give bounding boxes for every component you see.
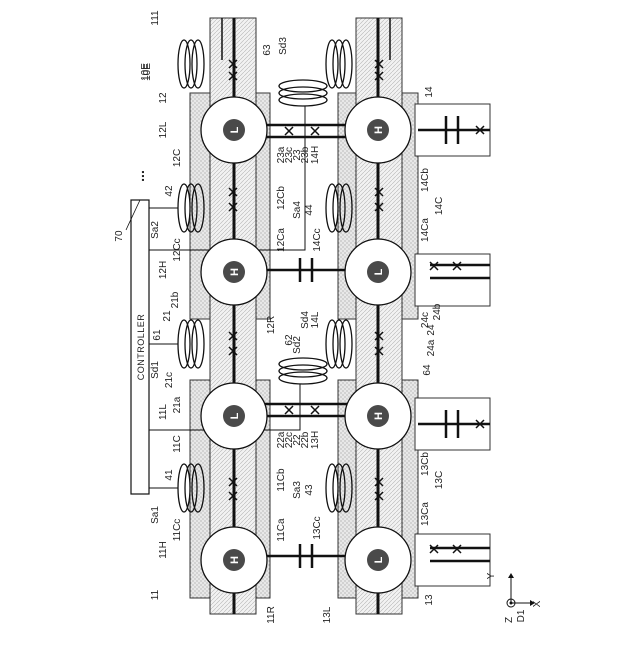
ref-label-14: 14 xyxy=(424,86,435,98)
ref-label-12cb: 12Cb xyxy=(276,186,287,210)
ref-label-12c: 12C xyxy=(172,149,183,167)
coil-63 xyxy=(279,80,327,106)
ref-label-13l: 13L xyxy=(322,606,333,623)
ref-label-24a: 24a xyxy=(426,339,437,356)
ref-label-14cb: 14Cb xyxy=(420,168,431,192)
ref-label-44: 44 xyxy=(304,204,315,216)
qubit-14L: L xyxy=(345,239,411,305)
qubit-symbol: H xyxy=(373,412,385,420)
ref-label-13cc: 13Cc xyxy=(312,516,323,539)
qubit-12H: H xyxy=(201,239,267,305)
ref-label-12cc: 12Cc xyxy=(172,238,183,261)
ref-label-12: 12 xyxy=(158,92,169,104)
coil-64 xyxy=(326,320,352,368)
qubit-13L: L xyxy=(345,527,411,593)
ref-label-sd3: Sd3 xyxy=(278,37,289,55)
coil-62 xyxy=(279,358,327,384)
ref-label-13ca: 13Ca xyxy=(420,502,431,526)
ref-label-13c: 13C xyxy=(434,471,445,489)
ref-label-11ca: 11Ca xyxy=(276,518,287,542)
ref-label-61: 61 xyxy=(152,329,163,341)
coil-upper-right xyxy=(326,40,352,88)
ref-label-11: 11 xyxy=(150,589,161,600)
ref-label-13cb: 13Cb xyxy=(420,452,431,476)
ref-label-24: 24 xyxy=(426,324,437,336)
qubit-symbol: L xyxy=(373,268,385,275)
ref-label-24b: 24b xyxy=(432,303,443,320)
axis-x-label: X xyxy=(532,600,543,607)
qubit-11L: L xyxy=(201,383,267,449)
ref-label-10e: 10E xyxy=(142,63,153,81)
ref-label-11r: 11R xyxy=(266,606,277,624)
qubit-symbol: H xyxy=(229,556,241,564)
qubit-12L: L xyxy=(201,97,267,163)
ref-label-14l: 14L xyxy=(310,311,321,328)
qubit-symbol: L xyxy=(229,126,241,133)
ref-label-11l: 11L xyxy=(158,404,169,420)
qubit-13H: H xyxy=(345,383,411,449)
ref-label-42: 42 xyxy=(164,185,175,197)
qubit-symbol: H xyxy=(229,268,241,276)
controller-label: CONTROLLER xyxy=(136,314,146,381)
ref-label-sa2: Sa2 xyxy=(150,221,161,239)
ref-label-11cb: 11Cb xyxy=(276,468,287,492)
coil-111 xyxy=(178,40,204,88)
coil-61 xyxy=(178,320,204,368)
axis-y-label: Y xyxy=(486,572,497,579)
ref-label-14ca: 14Ca xyxy=(420,218,431,242)
ref-label-12l: 12L xyxy=(158,121,169,138)
ref-label-21a: 21a xyxy=(172,396,183,413)
axis-d1-label: D1 xyxy=(516,609,527,622)
ref-label-13h: 13H xyxy=(310,431,321,449)
ref-label-11c: 11C xyxy=(172,435,183,453)
axes-indicator xyxy=(507,573,535,607)
ref-label-sd2: Sd2 xyxy=(292,336,303,354)
ref-label-14c: 14C xyxy=(434,197,445,215)
ref-label-64: 64 xyxy=(422,364,433,376)
ref-label-63: 63 xyxy=(262,44,273,56)
qubit-11H: H xyxy=(201,527,267,593)
ref-label-21: 21 xyxy=(162,310,173,322)
ref-label-12r: 12R xyxy=(266,316,277,334)
ref-label-11h: 11H xyxy=(158,541,169,559)
ref-label-11cc: 11Cc xyxy=(172,519,183,542)
qubit-14H: H xyxy=(345,97,411,163)
qubit-symbol: L xyxy=(373,556,385,563)
ref-label-13: 13 xyxy=(424,594,435,606)
ref-label-sa4: Sa4 xyxy=(292,201,303,219)
axis-z-label: Z xyxy=(504,617,515,623)
ref-label-12h: 12H xyxy=(158,261,169,279)
qubit-symbol: L xyxy=(229,412,241,419)
ref-label-sa1: Sa1 xyxy=(150,506,161,524)
ref-label-14cc: 14Cc xyxy=(312,228,323,251)
ref-label-43: 43 xyxy=(304,484,315,496)
qubit-symbol: H xyxy=(373,126,385,134)
controller-ellipsis: ... xyxy=(131,170,147,182)
ref-label-41: 41 xyxy=(164,469,175,481)
ref-label-sd1: Sd1 xyxy=(150,361,161,379)
controller-ref: 70 xyxy=(114,230,125,242)
ref-label-21c: 21c xyxy=(164,372,175,388)
ref-label-12ca: 12Ca xyxy=(276,228,287,252)
ref-label-14h: 14H xyxy=(310,146,321,164)
ref-label-111: 111 xyxy=(150,10,161,26)
ref-label-sa3: Sa3 xyxy=(292,481,303,499)
ref-label-21b: 21b xyxy=(170,291,181,308)
coupler-box-14-mid xyxy=(415,254,490,306)
